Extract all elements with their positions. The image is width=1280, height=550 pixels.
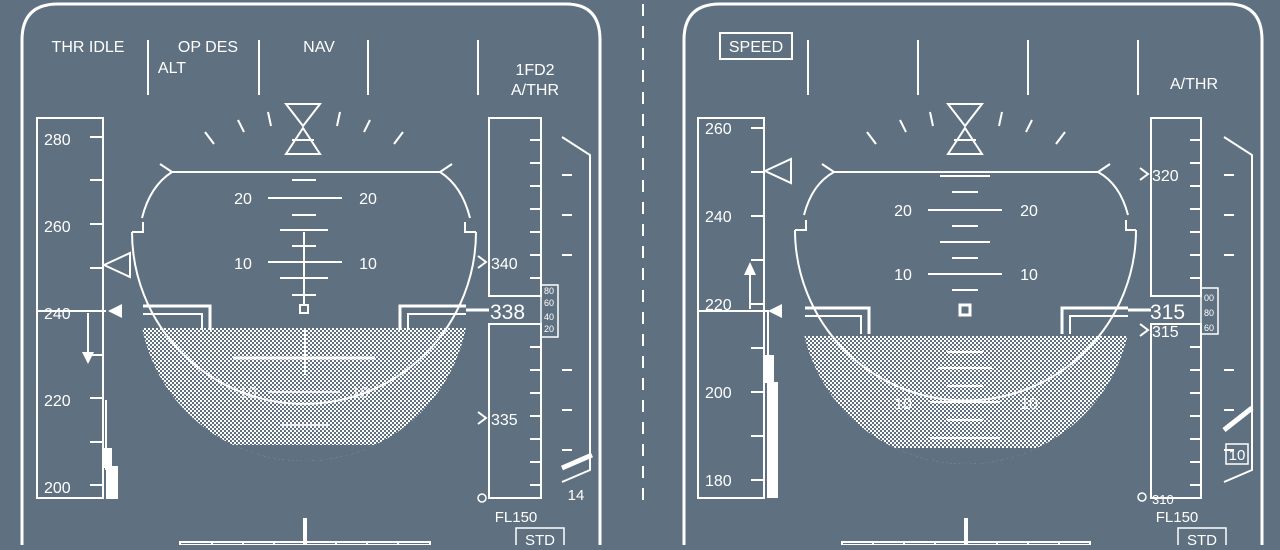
left-pitch-label: 10 [234,256,252,273]
left-aircraft-wing-left [143,304,212,330]
right-pitch-label: 20 [894,203,912,220]
left-pitch-label: 20 [234,191,252,208]
svg-text:40: 40 [544,312,554,322]
right-vs-scale [1223,136,1253,483]
right-sphere-top [803,171,1129,216]
right-pitch-label: 10 [1020,267,1038,284]
left-vertical-speed: 14 [561,136,593,504]
right-altitude-label: 320 [1152,168,1179,185]
right-baro-box [1177,527,1227,550]
left-speed-trend-arrowhead [82,352,94,364]
left-vs-scale [561,136,591,483]
left-baro-box [515,527,565,550]
left-heading-tape [179,518,431,550]
right-vls-strip [767,382,778,498]
svg-text:60: 60 [544,298,554,308]
right-roll-index [945,103,985,128]
left-altitude-label: 340 [491,256,518,273]
right-speed-trend-arrowhead [744,262,756,275]
right-pitch-label: 10 [1020,396,1038,413]
right-vs-value: 10 [1229,447,1246,464]
right-altitude-tape: 320 315 315 00 80 60 310 FL150 STD [1128,117,1227,550]
right-vs-value-box [1225,443,1249,465]
svg-text:80: 80 [544,286,554,296]
left-altitude-drum [540,284,559,338]
right-altitude-level: FL150 [1156,509,1199,526]
right-pitch-label: 10 [894,396,912,413]
right-speed-label: 240 [705,209,732,226]
right-speed-label: 180 [705,473,732,490]
left-fma-thrust-mode: THR IDLE [52,39,125,56]
right-speed-label: 220 [705,297,732,314]
left-altitude-level: FL150 [495,509,538,526]
right-aircraft-wing-right [1060,306,1128,334]
right-pfd-frame [682,2,1264,545]
right-altitude-readout: 315 [1150,301,1185,324]
left-aircraft-center [299,304,309,314]
left-sphere-top [141,171,471,219]
right-speed-label: 260 [705,121,732,138]
right-aircraft-center [958,303,972,317]
right-speed-label: 200 [705,385,732,402]
right-altitude-bottom-label: 310 [1152,492,1174,507]
right-speed-tape: 260 240 220 200 180 [697,117,792,499]
left-speed-label: 260 [44,219,71,236]
right-altitude-label: 315 [1152,324,1179,341]
right-speed-index-triangle [768,304,782,318]
left-speed-index-triangle [108,304,122,318]
left-fma-lateral-mode: NAV [303,39,335,56]
right-attitude-indicator: 10 10 [794,103,1137,464]
left-speed-tape: 280 260 240 220 200 [36,117,131,499]
right-aircraft-wing-left [805,306,871,334]
left-speed-label: 280 [44,132,71,149]
left-fma-athr-status: A/THR [511,82,559,99]
left-pitch-label: 10 [239,385,257,402]
left-pfd-frame [20,2,602,545]
svg-text:00: 00 [1204,293,1214,303]
left-altitude-label: 335 [491,412,518,429]
svg-text:60: 60 [1204,323,1214,333]
left-vs-needle [561,452,593,471]
left-pitch-label: 10 [359,256,377,273]
left-baro-setting: STD [525,532,555,545]
left-altitude-baseline-dot [477,493,487,503]
right-vertical-speed: 10 [1222,136,1254,483]
left-altitude-readout: 338 [490,301,525,324]
left-fma-vertical-armed: ALT [158,60,186,77]
left-vs-value: 14 [568,487,585,504]
left-target-speed-triangle [101,251,131,279]
right-baro-setting: STD [1187,532,1217,545]
left-sphere-outline [131,231,477,405]
right-heading-tape [841,518,1091,550]
right-altitude-baseline-dot [1137,492,1147,502]
right-pitch-label: 20 [1020,203,1038,220]
right-fma-athr-status: A/THR [1170,76,1218,93]
right-pfd: SPEED A/THR 260 240 220 200 180 [682,2,1264,550]
right-target-speed-triangle [762,157,792,185]
left-aircraft-wing-right [398,304,466,330]
left-attitude-indicator: 10 10 [131,103,477,461]
left-fma-fd-status: 1FD2 [515,62,554,79]
right-pitch-label: 10 [894,267,912,284]
left-pitch-label: 20 [359,191,377,208]
left-altitude-tape: 340 335 338 80 60 40 20 FL150 STD [466,117,565,550]
left-vls-strip [106,466,118,499]
right-vs-needle [1222,406,1254,432]
svg-text:20: 20 [544,324,554,334]
left-speed-label: 200 [44,480,71,497]
right-fma-speed-box [719,32,793,60]
left-pfd: THR IDLE OP DES ALT NAV 1FD2 A/THR 280 2… [20,2,602,550]
left-fma-vertical-mode: OP DES [178,39,238,56]
right-altitude-drum [1200,287,1219,335]
svg-text:80: 80 [1204,308,1214,318]
right-fma-thrust-mode: SPEED [729,39,783,56]
left-speed-label: 240 [44,306,71,323]
left-speed-label: 220 [44,393,71,410]
left-roll-index [283,103,323,128]
